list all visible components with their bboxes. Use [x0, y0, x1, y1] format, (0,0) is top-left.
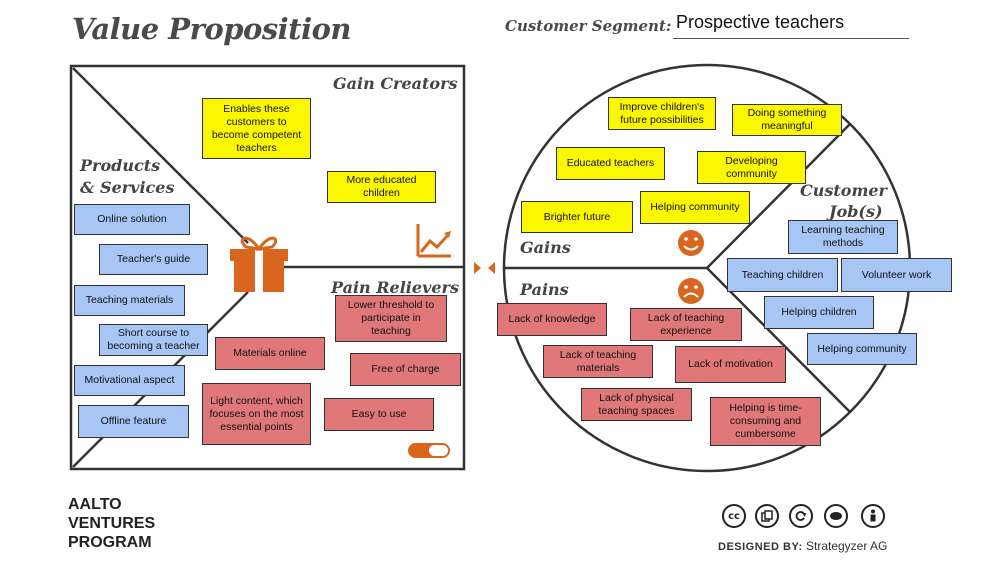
gain-note[interactable]: Brighter future	[521, 201, 633, 233]
pain-relievers-title: Pain Relievers	[331, 278, 459, 297]
customer-jobs-title-line2: Job(s)	[829, 202, 883, 221]
customer-segment-label: Customer Segment:	[505, 17, 672, 35]
profile-diagonal-top	[706, 123, 851, 269]
product-note[interactable]: Teaching materials	[74, 285, 185, 316]
gift-icon	[230, 236, 288, 292]
customer-job-note[interactable]: Learning teaching methods	[788, 220, 898, 254]
attribution-icon	[861, 504, 885, 528]
logo-line: VENTURES	[68, 515, 156, 532]
gain-creator-note[interactable]: Enables these customers to become compet…	[202, 98, 311, 159]
designed-by: DESIGNED BY: Strategyzer AG	[718, 539, 887, 553]
pain-reliever-note[interactable]: Materials online	[215, 337, 325, 370]
customer-segment-underline	[673, 38, 909, 39]
customer-job-note[interactable]: Volunteer work	[841, 258, 952, 292]
product-note[interactable]: Online solution	[74, 204, 190, 235]
pain-note[interactable]: Lack of knowledge	[497, 303, 607, 336]
chart-up-icon	[416, 224, 451, 258]
pain-note[interactable]: Helping is time-consuming and cumbersome	[710, 397, 821, 446]
products-title-line2: & Services	[80, 178, 175, 197]
happy-face-icon	[678, 230, 704, 256]
fit-arrow-left	[488, 262, 495, 274]
value-map-diagonal-top	[72, 67, 249, 244]
pill-icon	[408, 443, 450, 458]
product-note[interactable]: Short course to becoming a teacher	[99, 324, 208, 356]
gain-note[interactable]: Developing community	[697, 151, 806, 184]
sad-face-icon	[678, 278, 704, 304]
by-copy-icon	[755, 504, 779, 528]
designed-by-value: Strategyzer AG	[805, 539, 888, 553]
customer-job-note[interactable]: Helping community	[807, 333, 917, 365]
pain-note[interactable]: Lack of motivation	[675, 346, 786, 383]
pain-reliever-note[interactable]: Light content, which focuses on the most…	[202, 383, 311, 445]
gain-note[interactable]: Doing something meaningful	[732, 104, 842, 136]
aalto-ventures-logo: AALTO VENTURES PROGRAM	[68, 495, 188, 552]
pain-note[interactable]: Lack of teaching experience	[630, 308, 742, 341]
gain-note[interactable]: Helping community	[640, 191, 750, 224]
pain-note[interactable]: Lack of teaching materials	[543, 345, 653, 378]
customer-job-note[interactable]: Helping children	[764, 296, 874, 329]
gain-creator-note[interactable]: More educated children	[327, 171, 436, 203]
pain-reliever-note[interactable]: Lower threshold to participate in teachi…	[335, 295, 447, 342]
logo-line: PROGRAM	[68, 534, 152, 551]
customer-job-note[interactable]: Teaching children	[727, 258, 838, 292]
gain-creators-title: Gain Creators	[333, 74, 458, 93]
designed-by-label: DESIGNED BY:	[718, 541, 803, 553]
logo-line: AALTO	[68, 496, 122, 513]
customer-segment-value[interactable]: Prospective teachers	[676, 12, 845, 32]
fit-arrow-right	[474, 262, 481, 274]
product-note[interactable]: Offline feature	[78, 405, 189, 438]
page-title: Value Proposition	[72, 12, 352, 46]
cc-icon: cc	[722, 504, 746, 528]
profile-diagonal-bottom	[706, 267, 851, 413]
gains-title: Gains	[520, 238, 571, 257]
gain-note[interactable]: Improve children's future possibilities	[608, 97, 716, 130]
pain-reliever-note[interactable]: Free of charge	[350, 353, 461, 386]
product-note[interactable]: Motivational aspect	[74, 365, 185, 396]
pain-reliever-note[interactable]: Easy to use	[324, 398, 434, 431]
pains-title: Pains	[520, 280, 569, 299]
customer-jobs-title-line1: Customer	[800, 181, 887, 200]
gain-note[interactable]: Educated teachers	[556, 147, 665, 180]
products-title-line1: Products	[80, 156, 161, 175]
product-note[interactable]: Teacher's guide	[99, 244, 208, 275]
noncommercial-icon	[824, 504, 848, 528]
pain-note[interactable]: Lack of physical teaching spaces	[581, 388, 692, 421]
share-alike-icon	[789, 504, 813, 528]
